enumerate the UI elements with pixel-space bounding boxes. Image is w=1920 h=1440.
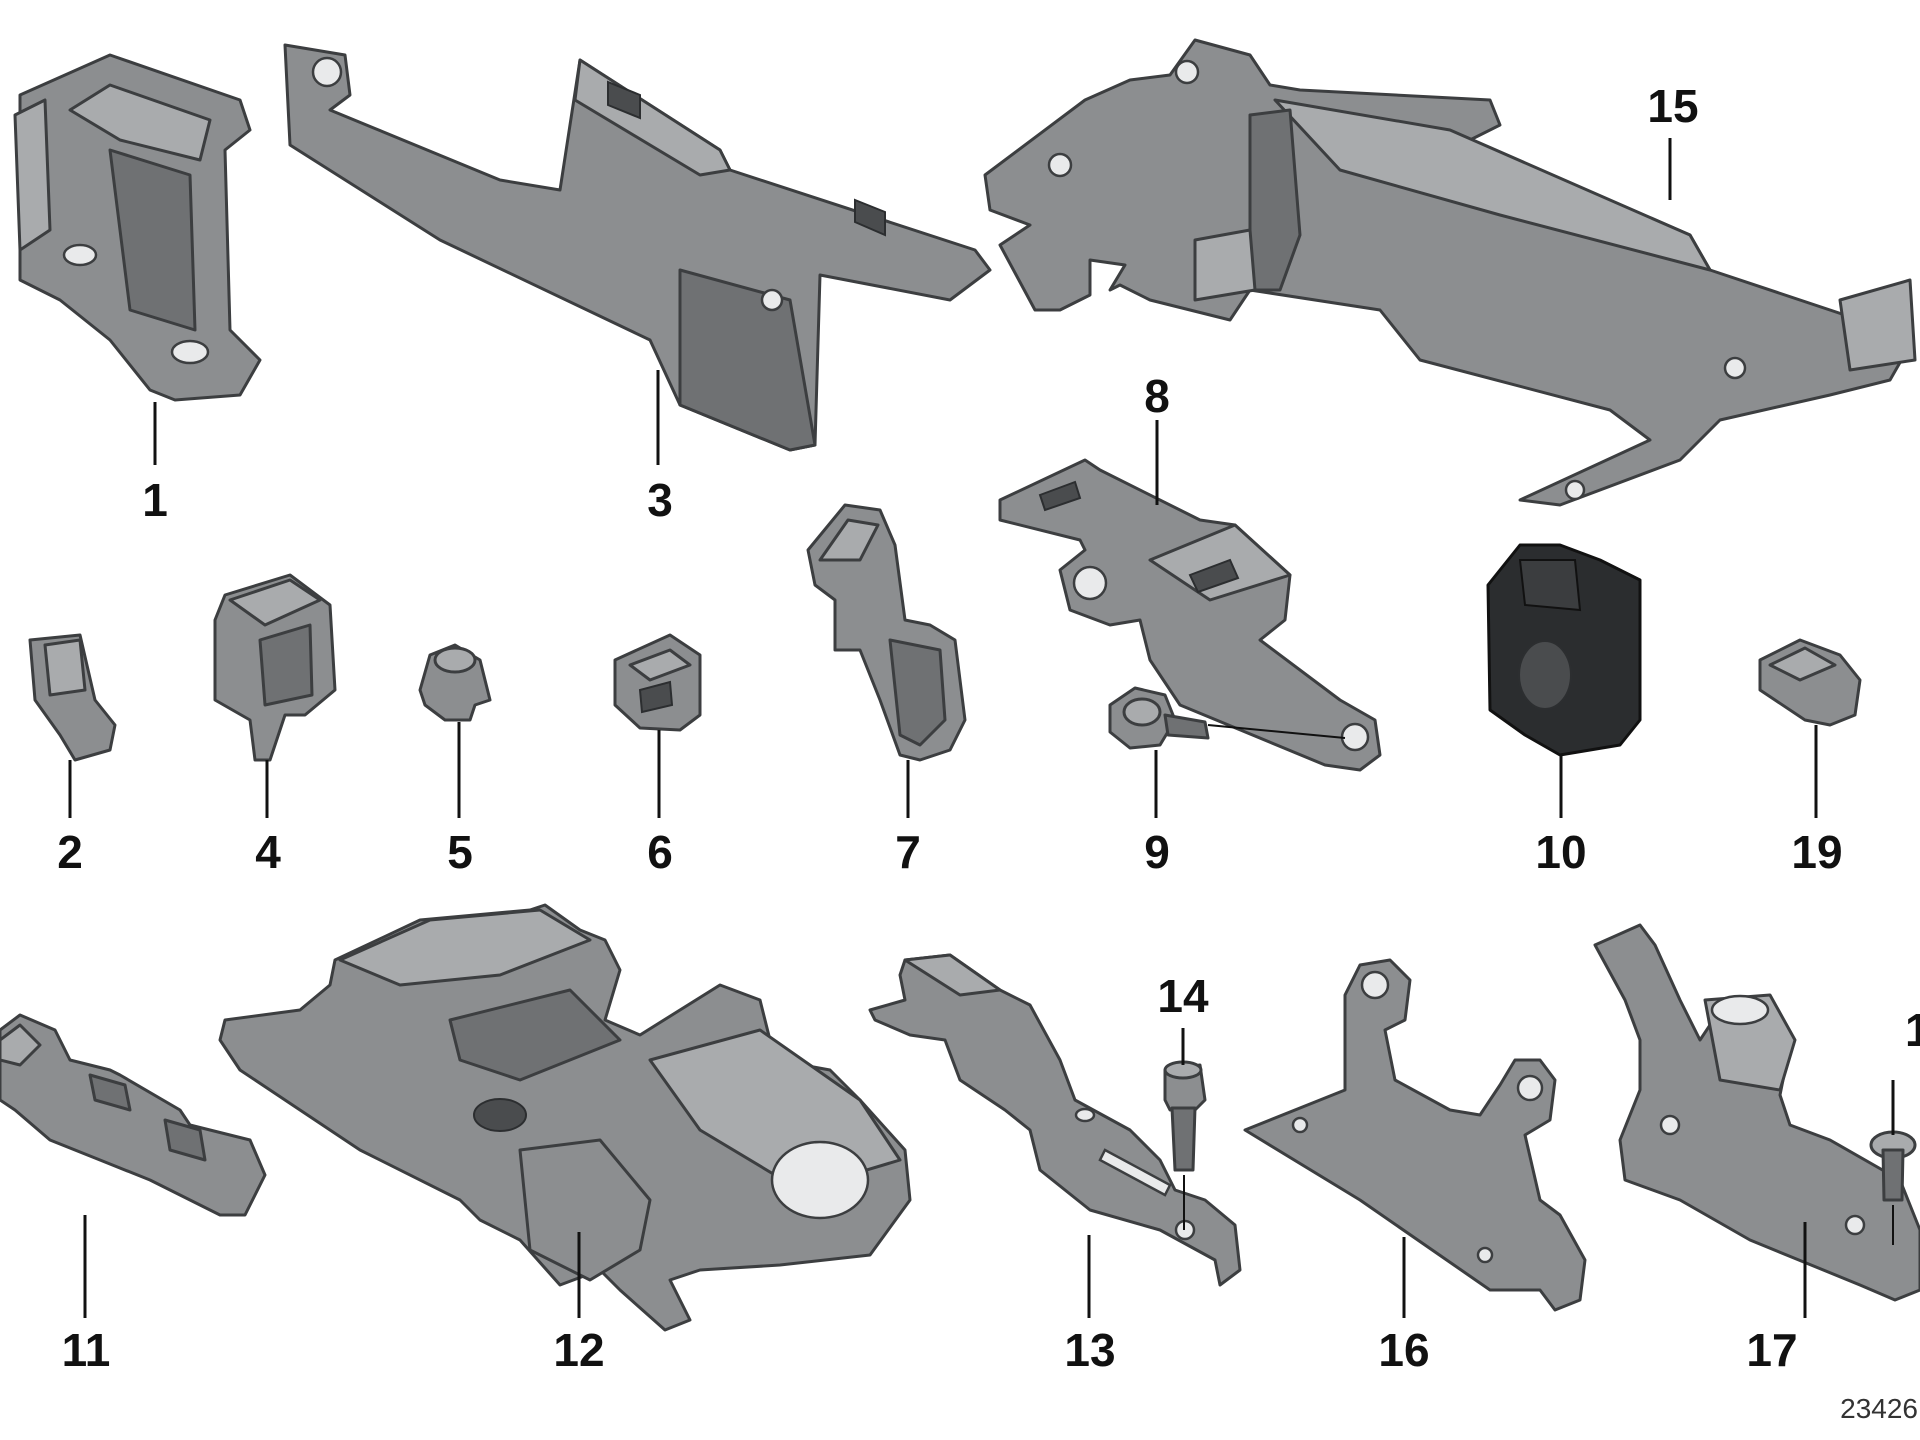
part-4-clip — [213, 573, 337, 762]
part-9-bolt — [1108, 686, 1346, 750]
part-2-clip — [28, 633, 117, 762]
part-11-cable-channel — [0, 1013, 267, 1217]
part-5-clip — [418, 643, 492, 722]
part-1-holder — [13, 53, 262, 402]
part-16-bracket — [1243, 958, 1587, 1312]
callout-7: 7 — [895, 826, 921, 878]
part-18-bolt — [1869, 1130, 1917, 1245]
callout-13: 13 — [1064, 1324, 1115, 1376]
part-6-clip — [613, 633, 702, 732]
callout-5: 5 — [447, 826, 473, 878]
callout-12: 12 — [553, 1324, 604, 1376]
callout-2: 2 — [57, 826, 83, 878]
callout-10: 10 — [1535, 826, 1586, 878]
callout-6: 6 — [647, 826, 673, 878]
callout-19: 19 — [1791, 826, 1842, 878]
callout-9: 9 — [1144, 826, 1170, 878]
callout-14: 14 — [1157, 970, 1209, 1022]
callout-17: 17 — [1746, 1324, 1797, 1376]
callout-1: 1 — [142, 474, 168, 526]
callout-8: 8 — [1144, 370, 1170, 422]
callout-4: 4 — [255, 826, 281, 878]
part-12-housing — [218, 903, 912, 1332]
part-19-clip — [1758, 638, 1862, 727]
part-8-bracket — [998, 458, 1382, 772]
part-17-bracket — [1593, 923, 1920, 1302]
callout-18: 18 — [1905, 1004, 1920, 1056]
callout-15: 15 — [1647, 80, 1698, 132]
part-10-grommet — [1486, 543, 1642, 757]
leader-lines — [68, 138, 1895, 1318]
part-15-bracket — [983, 38, 1917, 507]
callout-16: 16 — [1378, 1324, 1429, 1376]
callout-labels: 1 2 3 4 5 6 7 8 9 10 11 12 13 14 15 16 1… — [57, 80, 1920, 1376]
callout-11: 11 — [62, 1324, 111, 1376]
part-7-hook-clip — [806, 503, 967, 762]
callout-3: 3 — [647, 474, 673, 526]
document-number: 23426 — [1840, 1393, 1918, 1424]
part-13-strap — [868, 953, 1242, 1287]
part-3-bracket — [283, 43, 992, 452]
